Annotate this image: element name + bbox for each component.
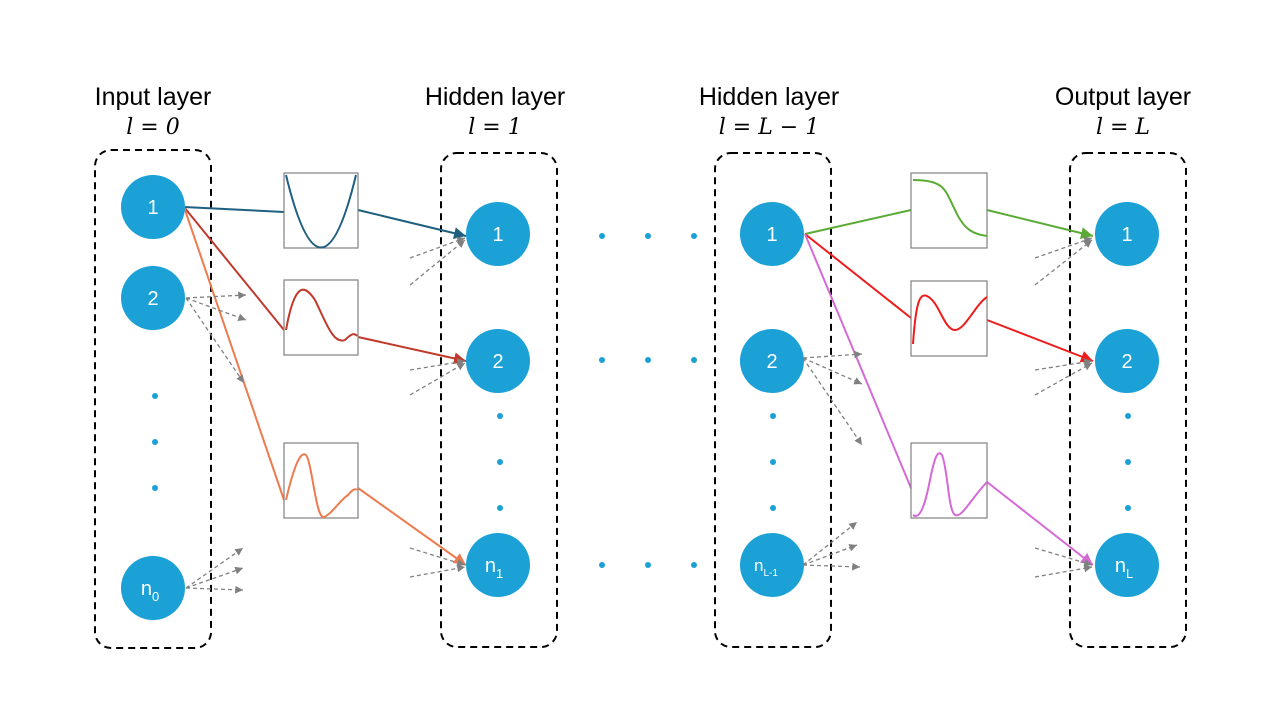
layer-box-hidden-1	[440, 152, 558, 648]
double-peak-curve-icon	[283, 442, 359, 519]
layer-index-hidden-1: l = 1	[468, 115, 522, 140]
svg-text:n1: n1	[485, 555, 503, 581]
node-label: 2	[1121, 351, 1132, 373]
dashed-arrows	[185, 236, 1093, 594]
connection-input1-hidden2	[183, 206, 467, 365]
layer-index-hidden-last: l = L − 1	[718, 115, 820, 140]
connection-input1-hiddenn	[183, 206, 467, 566]
layer-index-output: l = L	[1095, 115, 1151, 140]
node-hiddenlast-1: 1	[740, 202, 804, 266]
node-input-n: n0	[121, 556, 185, 620]
layer-title-hidden-1: Hidden layer	[424, 83, 566, 111]
node-label: 1	[766, 224, 777, 246]
node-hidden1-1: 1	[466, 202, 530, 266]
layer-box-output	[1069, 152, 1187, 648]
layer-title-output: Output layer	[1054, 83, 1192, 111]
node-subscript: L	[1126, 566, 1133, 581]
connection-hiddenlast1-output1	[804, 209, 1094, 239]
sigmoid-curve-icon	[910, 172, 988, 249]
node-label: n	[485, 555, 496, 577]
node-label: n	[754, 556, 763, 575]
gaussian-curve-icon	[910, 442, 988, 519]
node-hiddenlast-n: nL-1	[740, 533, 804, 597]
layer-title-hidden-last: Hidden layer	[698, 83, 840, 111]
node-output-1: 1	[1095, 202, 1159, 266]
svg-text:n0: n0	[141, 578, 159, 604]
node-input-2: 2	[121, 266, 185, 330]
node-input-1: 1	[121, 175, 185, 239]
connection-input1-hidden1	[183, 206, 467, 240]
node-label: 2	[147, 288, 158, 310]
connection-hiddenlast1-output2	[804, 233, 1094, 363]
node-subscript: 1	[496, 566, 503, 581]
node-hiddenlast-2: 2	[740, 329, 804, 393]
node-hidden1-n: n1	[466, 533, 530, 597]
node-subscript: L-1	[764, 568, 779, 579]
svg-text:nL: nL	[1115, 555, 1133, 581]
node-label: n	[1115, 555, 1126, 577]
node-subscript: 0	[152, 589, 159, 604]
node-output-n: nL	[1095, 533, 1159, 597]
node-label: 1	[1121, 224, 1132, 246]
node-label: 1	[147, 197, 158, 219]
layer-title-input: Input layer	[94, 83, 212, 111]
node-label: n	[141, 578, 152, 600]
damped-wave-curve-icon	[283, 279, 359, 356]
node-label: 1	[492, 224, 503, 246]
layer-box-input	[94, 149, 212, 649]
ellipsis-dots	[152, 233, 1131, 568]
wave-curve-icon	[910, 280, 988, 357]
node-label: 2	[766, 351, 777, 373]
layer-index-input: l = 0	[126, 115, 180, 140]
parabola-curve-icon	[283, 172, 359, 249]
node-label: 2	[492, 351, 503, 373]
connection-hiddenlast1-outputn	[804, 233, 1094, 566]
node-hidden1-2: 2	[466, 329, 530, 393]
node-output-2: 2	[1095, 329, 1159, 393]
svg-text:nL-1: nL-1	[754, 556, 778, 579]
